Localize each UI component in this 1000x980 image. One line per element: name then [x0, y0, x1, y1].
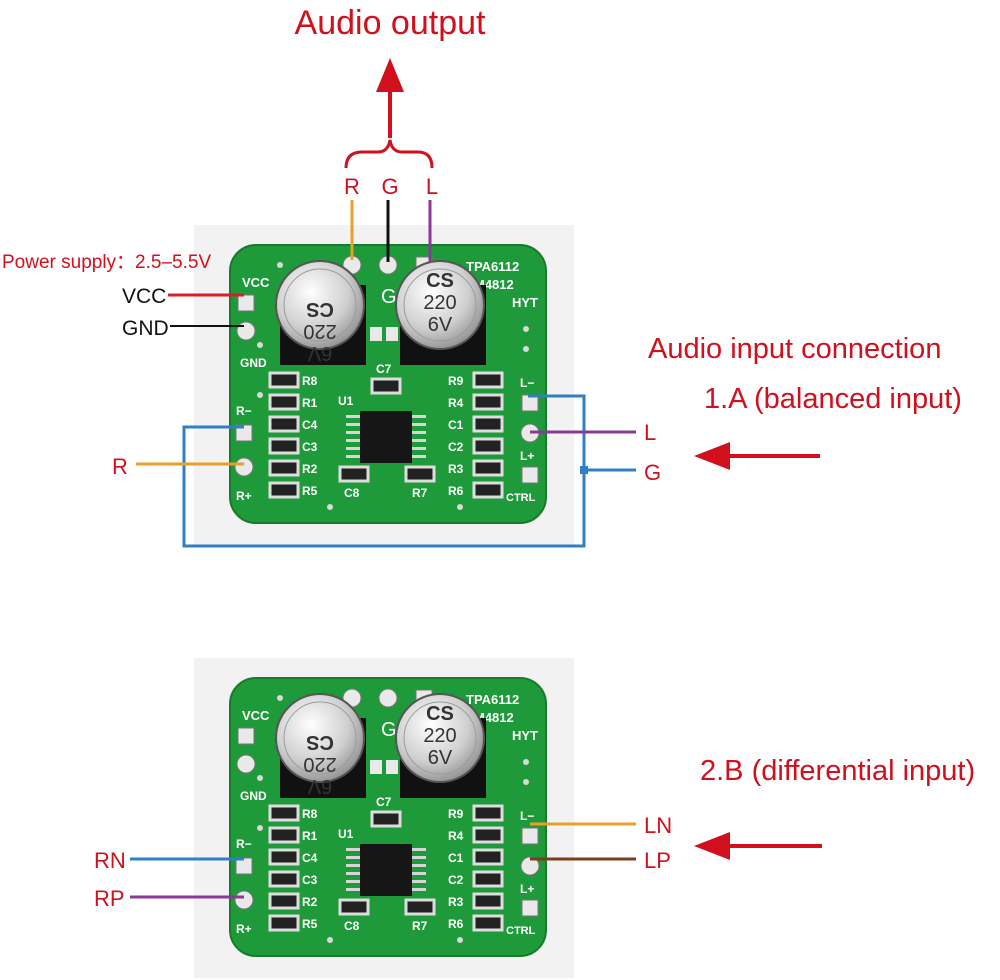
label-ln: LN — [644, 813, 672, 838]
label-l-a: L — [644, 420, 656, 445]
label-lp: LP — [644, 848, 671, 873]
arrowhead-up-icon — [376, 58, 404, 92]
arrowhead-left-icon — [694, 442, 730, 470]
mode-a-label: 1.A (balanced input) — [704, 383, 962, 415]
label-rp: RP — [94, 886, 125, 911]
label-rn: RN — [94, 848, 126, 873]
output-pin-g: G — [381, 174, 398, 199]
gnd-label: GND — [122, 317, 169, 340]
output-brace — [344, 139, 434, 169]
vcc-label: VCC — [122, 285, 166, 308]
board-a-photo — [192, 223, 576, 547]
audio-output-title: Audio output — [295, 4, 486, 42]
arrowhead-left-icon — [694, 832, 730, 860]
wire-balanced-ground-loop — [182, 394, 586, 548]
board-b-photo — [192, 656, 576, 980]
output-pin-r: R — [344, 174, 360, 199]
label-r-a: R — [112, 454, 128, 479]
audio-input-title: Audio input connection — [648, 333, 941, 365]
power-supply-label: Power supply：2.5–5.5V — [2, 252, 211, 273]
junction-dot — [580, 466, 588, 474]
output-pin-l: L — [426, 174, 438, 199]
label-g-a: G — [644, 460, 661, 485]
mode-b-label: 2.B (differential input) — [700, 755, 975, 787]
